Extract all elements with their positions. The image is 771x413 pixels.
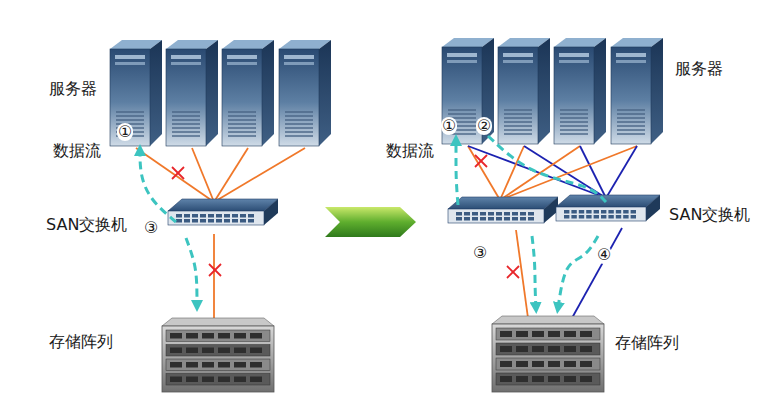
server-icon	[110, 40, 162, 146]
cable	[468, 146, 500, 200]
fault-cross	[172, 167, 184, 179]
fault-cross	[475, 155, 487, 167]
storage-array-icon	[492, 316, 604, 392]
data-flow-arrow	[532, 236, 536, 308]
cable	[209, 264, 221, 276]
data-flow-arrow	[488, 136, 606, 202]
cable	[475, 155, 487, 167]
callout-number: ③	[472, 244, 488, 262]
server-icon	[166, 40, 218, 146]
fault-cross	[209, 264, 221, 276]
cable	[516, 230, 528, 318]
callout-number: ①	[441, 117, 457, 135]
server-icon	[498, 38, 550, 144]
data-flow-arrow	[186, 238, 197, 306]
server-icon	[222, 40, 274, 146]
san-switch-icon	[448, 197, 558, 223]
cable	[214, 148, 305, 202]
data-flow-arrow	[558, 236, 598, 308]
server-icon	[611, 38, 663, 144]
server-icon	[442, 38, 494, 144]
part-label: SAN交换机	[668, 206, 751, 224]
cable	[572, 228, 622, 318]
cable	[606, 146, 637, 198]
cable	[192, 148, 214, 202]
cable	[209, 264, 221, 276]
cable	[214, 148, 248, 202]
callout-number: ③	[143, 219, 159, 237]
cable	[172, 167, 184, 179]
part-label: 数据流	[52, 142, 102, 160]
data-flow-arrow	[456, 140, 458, 205]
data-flow-arrow	[140, 150, 176, 222]
part-label: 服务器	[674, 60, 724, 78]
cable	[213, 234, 215, 320]
san-switch-icon	[168, 199, 278, 225]
cable	[500, 146, 637, 200]
callout-number: ②	[476, 117, 492, 135]
cable	[507, 266, 519, 278]
transition-arrow	[325, 207, 416, 237]
callout-number: ④	[596, 246, 612, 264]
server-icon	[279, 40, 331, 146]
cable	[172, 167, 184, 179]
san-switch-icon	[556, 195, 660, 221]
storage-array-icon	[162, 318, 274, 392]
server-icon	[554, 38, 606, 144]
part-label: 数据流	[385, 142, 435, 160]
cable	[507, 266, 519, 278]
fault-cross	[507, 266, 519, 278]
part-label: SAN交换机	[45, 216, 128, 234]
part-label: 存储阵列	[48, 333, 114, 351]
part-label: 存储阵列	[614, 334, 680, 352]
callout-number: ①	[117, 123, 133, 141]
cable	[468, 146, 606, 198]
part-label: 服务器	[48, 80, 98, 98]
cable	[475, 155, 487, 167]
